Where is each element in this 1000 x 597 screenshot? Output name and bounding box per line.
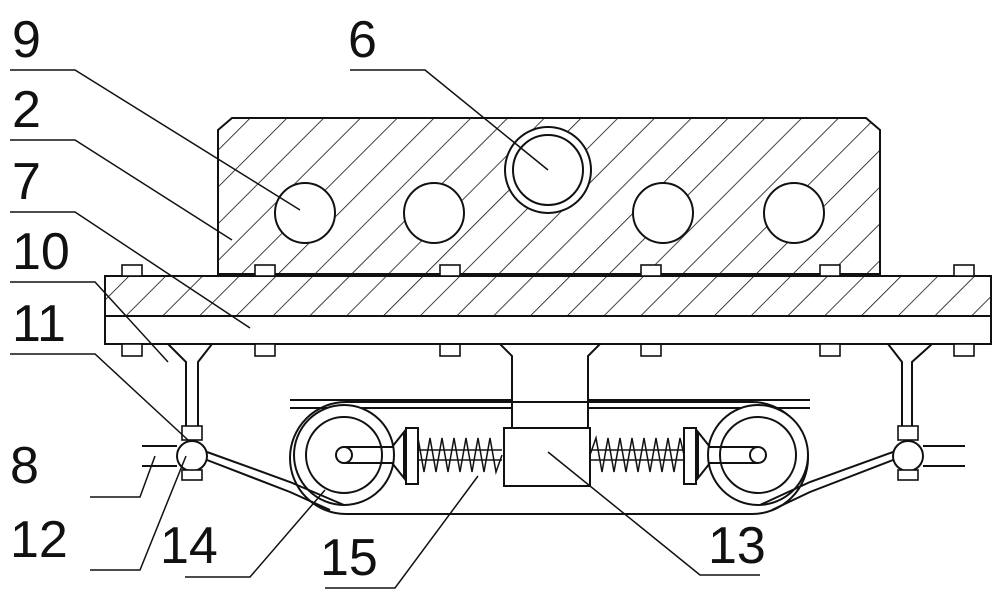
- label-9: 9: [12, 11, 41, 69]
- base-plate: [104, 315, 992, 345]
- label-11: 11: [12, 295, 66, 353]
- hub-rods: [344, 429, 758, 481]
- central-block: [503, 427, 591, 487]
- label-7: 7: [12, 153, 41, 211]
- leader-lines: [10, 69, 760, 589]
- label-15: 15: [320, 529, 378, 587]
- bolt-holes: [274, 182, 825, 244]
- right-bracket: [870, 343, 933, 440]
- label-6: 6: [348, 11, 377, 69]
- bottom-bolts: [121, 343, 975, 357]
- label-13: 13: [708, 517, 766, 575]
- left-spring: [405, 427, 503, 485]
- hatched-plate: [104, 275, 992, 317]
- left-ball-joint: [142, 425, 345, 511]
- top-bolts: [121, 264, 975, 277]
- label-2: 2: [12, 81, 41, 139]
- label-12: 12: [10, 511, 68, 569]
- right-spring: [589, 427, 697, 485]
- left-bracket: [167, 343, 238, 440]
- label-10: 10: [12, 223, 70, 281]
- right-ball-joint: [759, 425, 965, 511]
- right-wheel: [707, 404, 809, 506]
- label-14: 14: [160, 517, 218, 575]
- label-8: 8: [10, 437, 39, 495]
